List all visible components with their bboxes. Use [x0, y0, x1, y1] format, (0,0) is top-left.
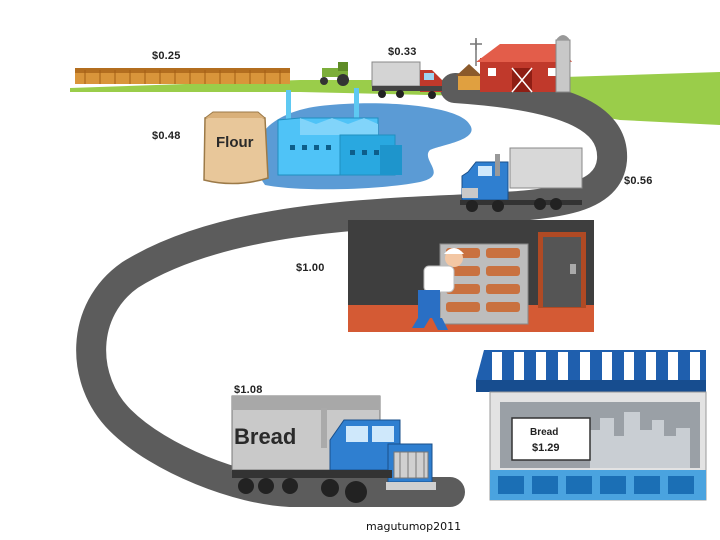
wheat-field: [75, 68, 290, 84]
price-bakery: $1.00: [296, 262, 325, 274]
tractor-icon: [320, 62, 349, 86]
bread-trays-icon: [439, 243, 529, 325]
store-sign-item: Bread: [530, 427, 558, 438]
bakery-scene: [348, 220, 594, 332]
semi-truck-icon: [460, 147, 583, 212]
farm-truck-icon: [371, 61, 442, 99]
flour-mill-icon: [277, 88, 402, 176]
baker-icon: [412, 248, 464, 330]
price-flour-mill: $0.48: [152, 130, 181, 142]
store-icon: Bread $1.29: [476, 350, 707, 501]
flour-bag-label: Flour: [216, 134, 254, 151]
truck-side-label: Bread: [234, 424, 296, 449]
price-farm-truck: $0.33: [388, 46, 417, 58]
price-bread-truck: $1.08: [234, 384, 263, 396]
flour-bag-icon: Flour: [203, 111, 269, 185]
bread-truck-icon: Bread: [231, 395, 436, 503]
price-mill-truck: $0.56: [624, 175, 653, 187]
image-credit: magutumop2011: [366, 520, 462, 533]
store-sign-price: $1.29: [532, 442, 560, 454]
price-farm-wheat: $0.25: [152, 50, 181, 62]
barn-icon: [456, 35, 572, 93]
winding-road: [76, 73, 628, 507]
